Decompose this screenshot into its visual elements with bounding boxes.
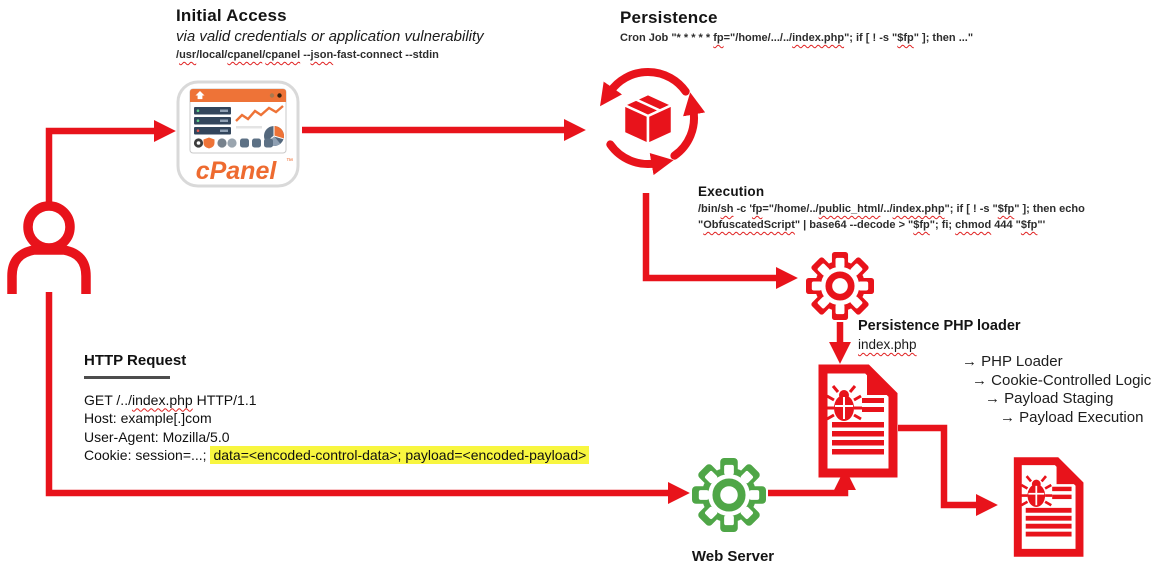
chart-caption-bar bbox=[236, 126, 262, 129]
document-text-lines bbox=[1025, 486, 1072, 537]
document-fold bbox=[867, 369, 893, 395]
attacker-icon bbox=[7, 201, 91, 294]
persistence-command: Cron Job "* * * * * fp="/home/.../../ind… bbox=[620, 32, 974, 44]
cookie-highlighted-payload: data=<encoded-control-data>; payload=<en… bbox=[210, 446, 590, 464]
persistence-block: Persistence Cron Job "* * * * * fp="/hom… bbox=[620, 8, 973, 46]
http-host-line: Host: example[.]com bbox=[84, 410, 212, 426]
document-fold bbox=[1056, 461, 1080, 485]
cookie-prefix: Cookie: session=...; bbox=[84, 447, 211, 463]
web-server-gear-icon bbox=[692, 458, 766, 532]
http-cookie-line: Cookie: session=...; data=<encoded-contr… bbox=[84, 446, 590, 465]
loader-step: → PHP Loader bbox=[962, 353, 1063, 370]
loader-step: → Cookie-Controlled Logic bbox=[972, 371, 1152, 389]
initial-access-title: Initial Access bbox=[176, 6, 287, 25]
attacker-body bbox=[7, 245, 91, 294]
persistence-title: Persistence bbox=[620, 8, 718, 27]
cpanel-logo-text: cPanel bbox=[196, 157, 278, 185]
document-text-lines bbox=[832, 398, 884, 455]
http-user-agent-line: User-Agent: Mozilla/5.0 bbox=[84, 428, 230, 445]
line-chart bbox=[235, 105, 284, 122]
cpanel-dashboard-mockup bbox=[189, 88, 287, 154]
http-request-block: HTTP Request GET /../index.php HTTP/1.1 … bbox=[84, 352, 590, 465]
initial-access-command: /usr/local/cpanel/cpanel --json-fast-con… bbox=[176, 49, 439, 61]
arrow-attacker-to-webserver bbox=[45, 292, 690, 505]
execution-gear-icon bbox=[806, 252, 874, 320]
execution-command-line2: "ObfuscatedScript" | base64 --decode > "… bbox=[698, 219, 1046, 231]
php-loader-block: Persistence PHP loader index.php bbox=[858, 318, 1021, 354]
http-request-line: GET /../index.php HTTP/1.1 bbox=[84, 391, 257, 408]
home-icon bbox=[195, 91, 205, 96]
cpanel-icon: cPanel ™ bbox=[176, 80, 300, 188]
rotation-arrows bbox=[600, 67, 706, 176]
execution-command-line1: /bin/sh -c 'fp="/home/../public_html/../… bbox=[698, 203, 1085, 215]
loader-step: → Payload Staging bbox=[985, 390, 1114, 407]
cpanel-trademark: ™ bbox=[286, 158, 293, 165]
payload-document-icon bbox=[1013, 457, 1084, 557]
initial-access-block: Initial Access via valid credentials or … bbox=[176, 6, 484, 63]
home-icon-base bbox=[197, 95, 203, 100]
attacker-head bbox=[23, 201, 75, 253]
malicious-document-icon bbox=[818, 364, 898, 478]
initial-access-subtitle: via valid credentials or application vul… bbox=[176, 28, 484, 45]
http-request-title: HTTP Request bbox=[84, 352, 187, 369]
package-cube bbox=[622, 92, 674, 146]
server-rack-rows bbox=[194, 107, 231, 135]
loader-steps-list: → PHP Loader→ Cookie-Controlled Logic→ P… bbox=[962, 353, 1151, 427]
arrow-loader-to-payload bbox=[898, 424, 998, 517]
titlebar-dot bbox=[277, 93, 282, 98]
http-request-divider bbox=[84, 376, 170, 379]
bug-icon bbox=[1020, 475, 1053, 507]
browser-titlebar bbox=[190, 89, 286, 102]
arrow-attacker-to-cpanel bbox=[45, 119, 176, 204]
toolbar-icons bbox=[193, 137, 273, 149]
arrow-webserver-to-loader bbox=[768, 468, 857, 497]
loader-step: → Payload Execution bbox=[1000, 408, 1144, 426]
bug-icon bbox=[826, 385, 862, 421]
persistence-loop-icon bbox=[600, 67, 706, 176]
arrow-persistence-to-execution bbox=[642, 193, 798, 290]
execution-title: Execution bbox=[698, 184, 765, 199]
execution-block: Execution /bin/sh -c 'fp="/home/../publi… bbox=[698, 184, 1162, 233]
web-server-label: Web Server bbox=[691, 548, 775, 565]
php-loader-filename: index.php bbox=[858, 337, 917, 352]
titlebar-dot bbox=[269, 93, 275, 98]
php-loader-title: Persistence PHP loader bbox=[858, 318, 1021, 334]
